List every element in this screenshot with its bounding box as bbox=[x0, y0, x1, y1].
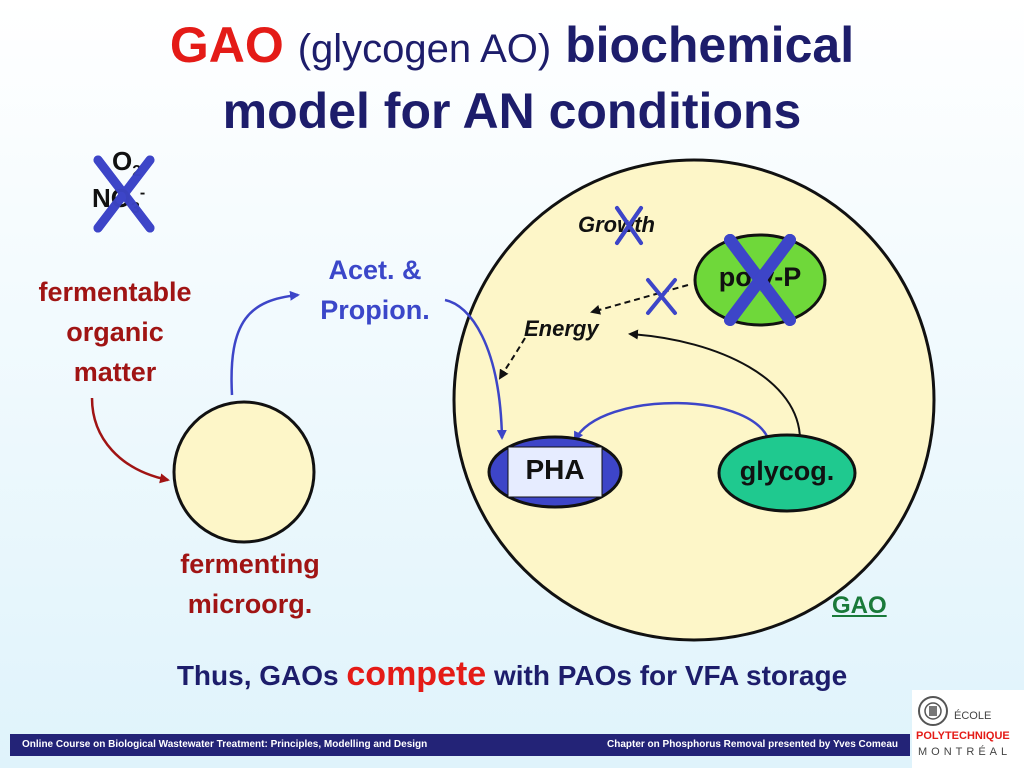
conclusion-part1: Thus, GAOs bbox=[176, 660, 339, 691]
gao-cell-label: GAO bbox=[832, 592, 887, 619]
oxygen-symbol: O bbox=[112, 146, 133, 176]
footer-course: Online Course on Biological Wastewater T… bbox=[22, 739, 428, 750]
slide-title-line2: model for AN conditions bbox=[222, 83, 802, 139]
slide-title-line1: GAO (glycogen AO) biochemical bbox=[0, 20, 1024, 70]
glycogen-to-energy-arrow bbox=[628, 329, 801, 441]
energy-to-pha-arrow bbox=[498, 337, 526, 380]
logo-line3: MONTRÉAL bbox=[918, 746, 1012, 758]
fermenting-cell-circle bbox=[172, 400, 316, 544]
footer-bar: Online Course on Biological Wastewater T… bbox=[10, 734, 910, 756]
substrate-line3: matter bbox=[73, 357, 157, 387]
oxygen-label: O2 bbox=[112, 148, 141, 180]
vfa-production-arrow bbox=[230, 290, 300, 396]
energy-path-cross-icon bbox=[646, 278, 677, 315]
oxygen-subscript: 2 bbox=[132, 163, 142, 181]
nitrate-subscript: 3 bbox=[131, 200, 140, 218]
substrate-label: fermentable organic matter bbox=[0, 272, 230, 392]
organism-line1: fermenting bbox=[180, 549, 320, 579]
fermenting-organism-label: fermenting microorg. bbox=[135, 544, 365, 624]
title-biochemical: biochemical bbox=[565, 17, 855, 73]
glycogen-to-pha-arrow bbox=[573, 401, 772, 446]
logo-line2: POLYTECHNIQUE bbox=[916, 730, 1010, 742]
polytechnique-logo: ÉCOLE POLYTECHNIQUE MONTRÉAL bbox=[912, 690, 1024, 768]
footer-chapter: Chapter on Phosphorus Removal presented … bbox=[606, 739, 898, 750]
vfa-line1: Acet. & bbox=[328, 255, 422, 285]
pha-label: PHA bbox=[525, 454, 585, 485]
conclusion-compete: compete bbox=[346, 655, 487, 693]
vfa-label: Acet. & Propion. bbox=[295, 250, 455, 330]
conclusion-part3: with PAOs for VFA storage bbox=[494, 660, 848, 691]
crest-icon bbox=[918, 696, 948, 726]
logo-line1: ÉCOLE bbox=[954, 710, 992, 722]
vfa-uptake-arrow bbox=[444, 298, 507, 440]
energy-label: Energy bbox=[524, 316, 599, 341]
polyp-to-energy-arrow bbox=[590, 284, 689, 315]
growth-label: Growth bbox=[578, 212, 655, 237]
gao-cell-circle bbox=[452, 158, 936, 642]
pha-label-box bbox=[507, 446, 603, 498]
nitrate-superscript: - bbox=[139, 184, 146, 202]
title-gao: GAO bbox=[169, 17, 284, 73]
substrate-line2: organic bbox=[66, 317, 164, 347]
substrate-line1: fermentable bbox=[38, 277, 192, 307]
conclusion-text: Thus, GAOs compete with PAOs for VFA sto… bbox=[0, 655, 1024, 694]
glycogen-label: glycog. bbox=[739, 456, 835, 486]
glycogen-ellipse bbox=[717, 433, 857, 513]
title-glycogen: (glycogen AO) bbox=[297, 27, 552, 71]
organism-line2: microorg. bbox=[187, 589, 313, 619]
nitrate-symbol: NO bbox=[92, 183, 131, 213]
nitrate-label: NO3- bbox=[92, 185, 145, 217]
vfa-line2: Propion. bbox=[320, 295, 430, 325]
polyp-label: poly-P bbox=[718, 262, 802, 292]
fermentation-arrow bbox=[90, 397, 170, 484]
